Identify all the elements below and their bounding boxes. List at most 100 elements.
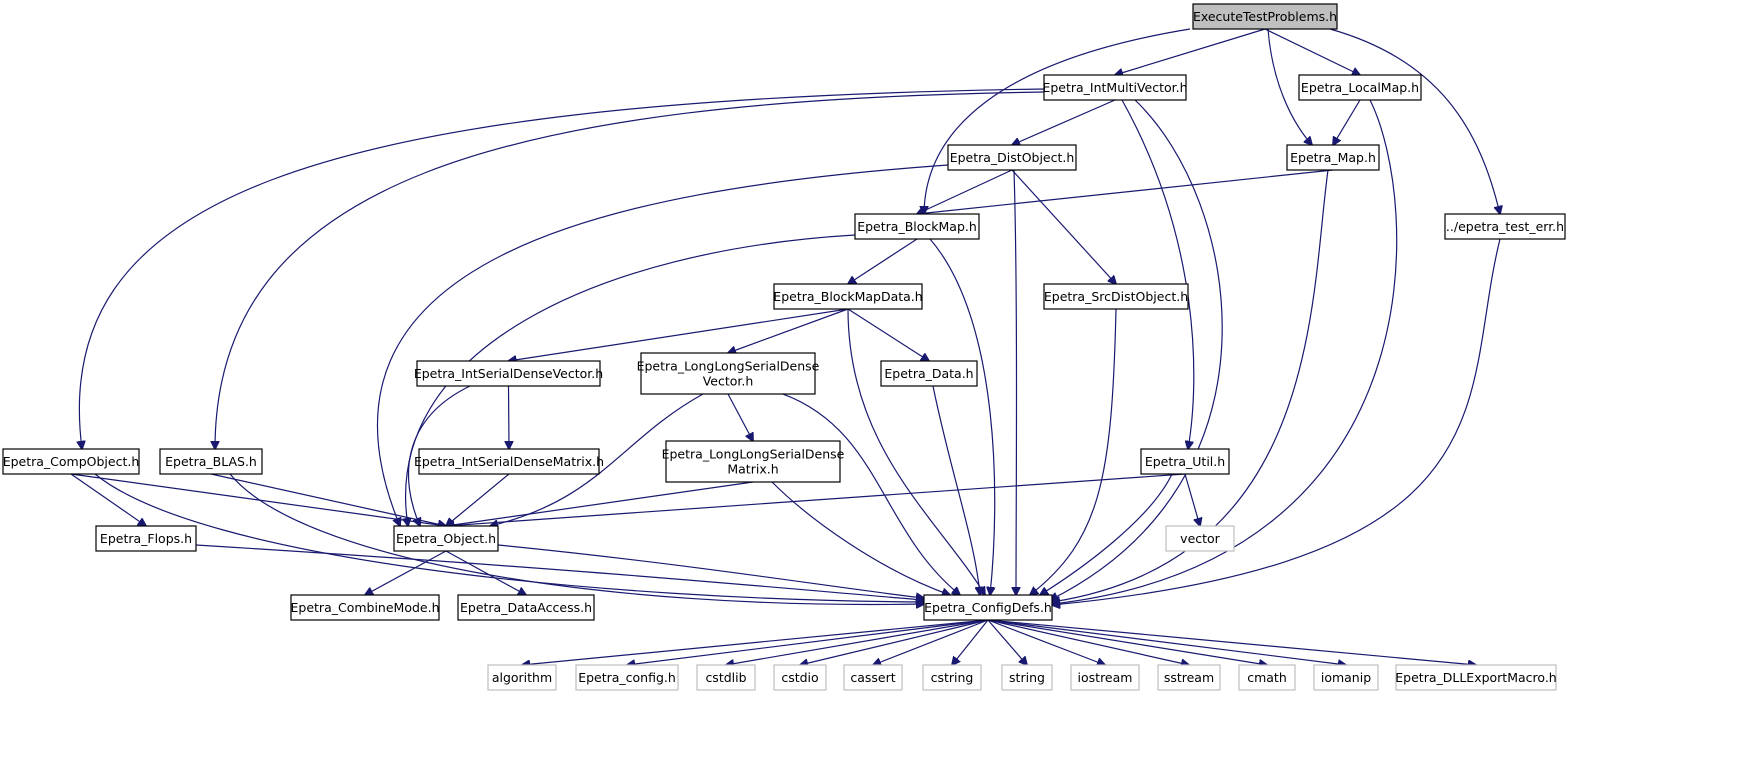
node-label: Epetra_BLAS.h xyxy=(165,454,257,469)
node-configdefs[interactable]: Epetra_ConfigDefs.h xyxy=(923,594,1053,621)
edge-llsdm-to-object xyxy=(446,481,754,526)
edge-bmdata-to-llsdv xyxy=(728,308,849,353)
node-label: Epetra_IntMultiVector.h xyxy=(1042,80,1187,95)
node-localmap[interactable]: Epetra_LocalMap.h xyxy=(1298,74,1422,101)
node-label: Epetra_IntSerialDenseMatrix.h xyxy=(414,454,604,469)
node-box xyxy=(854,213,980,240)
edge-intmv-to-compobj xyxy=(79,88,1045,449)
node-testerr[interactable]: ../epetra_test_err.h xyxy=(1444,213,1566,240)
edge-blas-to-configdefs xyxy=(229,473,924,604)
node-vector[interactable]: vector xyxy=(1165,525,1235,552)
node-label: Epetra_BlockMap.h xyxy=(857,219,977,234)
edge-exec-to-blockmap xyxy=(924,28,1191,214)
edge-isdm-to-object xyxy=(446,473,510,526)
edge-data-to-configdefs xyxy=(932,385,980,595)
edge-localmap-to-configdefs xyxy=(1052,99,1398,604)
edge-localmap-to-map xyxy=(1333,99,1361,145)
node-label: Epetra_DataAccess.h xyxy=(460,600,592,615)
node-cmath[interactable]: cmath xyxy=(1238,664,1296,691)
edge-object-to-dataaccess xyxy=(445,550,526,595)
node-box xyxy=(290,594,440,621)
node-box xyxy=(575,664,679,691)
node-compobj[interactable]: Epetra_CompObject.h xyxy=(2,448,140,475)
node-box xyxy=(159,448,263,475)
node-bmdata[interactable]: Epetra_BlockMapData.h xyxy=(773,283,923,310)
node-blas[interactable]: Epetra_BLAS.h xyxy=(159,448,263,475)
node-label: Vector.h xyxy=(703,374,754,389)
node-distobj[interactable]: Epetra_DistObject.h xyxy=(947,144,1077,171)
node-srcdist[interactable]: Epetra_SrcDistObject.h xyxy=(1043,283,1189,310)
node-blockmap[interactable]: Epetra_BlockMap.h xyxy=(854,213,980,240)
node-iomanip[interactable]: iomanip xyxy=(1313,664,1379,691)
node-label: cmath xyxy=(1247,670,1287,685)
edge-intmv-to-configdefs xyxy=(1050,99,1223,600)
node-object[interactable]: Epetra_Object.h xyxy=(393,525,499,552)
edge-configdefs-to-cstdlib xyxy=(726,619,989,665)
node-label: Epetra_LocalMap.h xyxy=(1301,80,1419,95)
node-flops[interactable]: Epetra_Flops.h xyxy=(95,525,197,552)
edge-bmdata-to-data xyxy=(847,308,929,361)
edge-distobj-to-srcdist xyxy=(1011,169,1116,284)
edge-llsdm-to-configdefs xyxy=(771,481,950,595)
node-cstdlib[interactable]: cstdlib xyxy=(696,664,756,691)
node-cstdio[interactable]: cstdio xyxy=(773,664,827,691)
node-label: Epetra_ConfigDefs.h xyxy=(924,600,1052,615)
node-label: iostream xyxy=(1078,670,1133,685)
edge-util-to-object xyxy=(446,473,1186,526)
node-label: Epetra_Object.h xyxy=(396,531,496,546)
node-label: Epetra_BlockMapData.h xyxy=(773,289,922,304)
node-box xyxy=(2,448,140,475)
node-label: Epetra_Map.h xyxy=(1290,150,1376,165)
node-cassert[interactable]: cassert xyxy=(843,664,903,691)
node-cstring[interactable]: cstring xyxy=(922,664,982,691)
edge-configdefs-to-sstream xyxy=(987,619,1189,665)
node-label: ExecuteTestProblems.h xyxy=(1193,9,1337,24)
edge-configdefs-to-algorithm xyxy=(522,619,989,665)
node-dataaccess[interactable]: Epetra_DataAccess.h xyxy=(457,594,595,621)
edge-map-to-configdefs xyxy=(1052,169,1329,602)
node-dllexport[interactable]: Epetra_DLLExportMacro.h xyxy=(1395,664,1557,691)
edge-configdefs-to-iomanip xyxy=(987,619,1346,665)
node-iostream[interactable]: iostream xyxy=(1070,664,1140,691)
node-label: cassert xyxy=(850,670,895,685)
node-box xyxy=(1192,3,1338,30)
edge-blas-to-object xyxy=(210,473,446,526)
node-string[interactable]: string xyxy=(1001,664,1053,691)
edge-map-to-blockmap xyxy=(917,169,1334,214)
edge-object-to-combine xyxy=(365,550,447,595)
node-sstream[interactable]: sstream xyxy=(1157,664,1221,691)
edge-llsdv-to-llsdm xyxy=(727,393,753,441)
node-label: Epetra_CombineMode.h xyxy=(291,600,440,615)
edge-blockmap-to-bmdata xyxy=(848,238,918,284)
node-box xyxy=(416,360,601,387)
node-label: cstring xyxy=(931,670,974,685)
edge-object-to-configdefs xyxy=(497,544,924,598)
edge-exec-to-intmv xyxy=(1115,28,1266,75)
node-map[interactable]: Epetra_Map.h xyxy=(1286,144,1380,171)
node-intmv[interactable]: Epetra_IntMultiVector.h xyxy=(1042,74,1188,101)
node-box xyxy=(1395,664,1557,691)
edge-configdefs-to-dllexport xyxy=(987,619,1476,665)
node-isdv[interactable]: Epetra_IntSerialDenseVector.h xyxy=(414,360,603,387)
node-label: Epetra_config.h xyxy=(578,670,676,685)
node-exec[interactable]: ExecuteTestProblems.h xyxy=(1192,3,1338,30)
node-config[interactable]: Epetra_config.h xyxy=(575,664,679,691)
node-label: Epetra_LongLongSerialDense xyxy=(637,359,820,374)
node-box xyxy=(1001,664,1053,691)
node-util[interactable]: Epetra_Util.h xyxy=(1140,448,1230,475)
edge-configdefs-to-config xyxy=(627,619,989,665)
edge-configdefs-to-cstring xyxy=(952,619,989,665)
nodes-layer: ExecuteTestProblems.hEpetra_IntMultiVect… xyxy=(2,3,1566,691)
node-algorithm[interactable]: algorithm xyxy=(487,664,557,691)
node-data[interactable]: Epetra_Data.h xyxy=(880,360,978,387)
node-box xyxy=(1043,283,1189,310)
edge-isdv-to-object xyxy=(407,385,471,526)
node-combine[interactable]: Epetra_CombineMode.h xyxy=(290,594,440,621)
node-box xyxy=(640,352,816,395)
node-isdm[interactable]: Epetra_IntSerialDenseMatrix.h xyxy=(414,448,604,475)
node-label: algorithm xyxy=(492,670,552,685)
edge-exec-to-map xyxy=(1267,28,1312,145)
node-label: cstdlib xyxy=(705,670,746,685)
